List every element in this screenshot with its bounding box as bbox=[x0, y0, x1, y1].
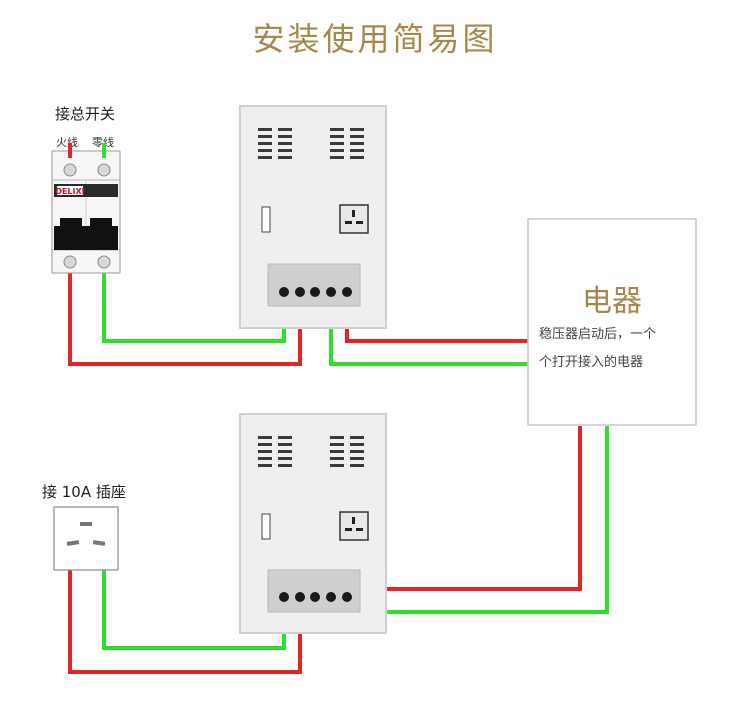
breaker-bottom-terminal-neutral bbox=[97, 255, 111, 269]
live-wire-socket bbox=[68, 570, 302, 674]
regulator-upper-outlet bbox=[339, 204, 369, 234]
live-wire-label: 火线 bbox=[56, 136, 78, 149]
terminal-block-upper bbox=[267, 263, 361, 307]
socket-label: 接 10A 插座 bbox=[42, 483, 126, 501]
regulator-upper bbox=[239, 105, 387, 329]
appliance-note-line2: 个打开接入的电器 bbox=[539, 355, 644, 370]
vent-grille-upper bbox=[258, 128, 364, 159]
diagram-title: 安装使用简易图 bbox=[252, 20, 498, 58]
neutral-wire-label: 零线 bbox=[92, 136, 114, 149]
appliance-box bbox=[527, 218, 697, 426]
regulator-upper-switch bbox=[261, 206, 271, 233]
terminal-block-lower bbox=[267, 569, 361, 613]
live-wire-lower-socket bbox=[362, 426, 582, 591]
breaker-top-terminal-live bbox=[63, 163, 77, 177]
regulator-lower-switch bbox=[261, 513, 271, 540]
wall-socket-10a bbox=[53, 506, 119, 571]
appliance-note-line1: 稳压器启动后，一个 bbox=[539, 327, 657, 342]
circuit-breaker: DELIXI bbox=[51, 143, 121, 274]
breaker-brand: DELIXI bbox=[55, 187, 84, 196]
appliance-title: 电器 bbox=[582, 284, 642, 319]
breaker-top-terminal-neutral bbox=[97, 163, 111, 177]
regulator-lower-outlet bbox=[339, 511, 369, 541]
breaker-label: 接总开关 bbox=[55, 105, 116, 123]
regulator-lower bbox=[239, 413, 387, 634]
breaker-bottom-terminal-live bbox=[63, 255, 77, 269]
vent-grille-lower bbox=[258, 436, 364, 467]
